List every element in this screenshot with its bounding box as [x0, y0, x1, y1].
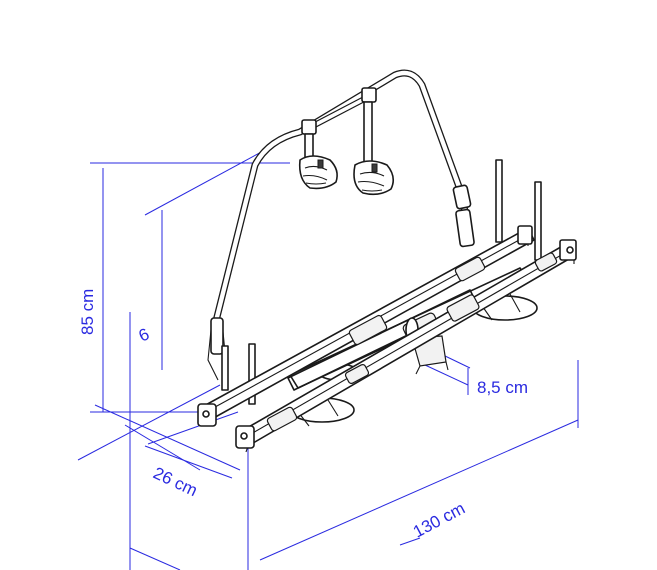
- u-frame: [207, 69, 475, 381]
- bike-rack: [197, 69, 577, 453]
- dimension-label-clearance: 8,5 cm: [477, 378, 528, 397]
- upright-posts: [248, 159, 542, 405]
- lower-post: [221, 345, 229, 391]
- frame-clamps: [298, 155, 395, 196]
- wheel-rail-rear: [197, 225, 535, 427]
- wheel-rail-front: [235, 239, 577, 453]
- frame-clamp-left: [298, 155, 338, 190]
- dimension-label-height: 85 cm: [78, 289, 97, 335]
- dimension-lines: [77, 149, 579, 570]
- dimension-label-width: 130 cm: [410, 499, 468, 542]
- upper-crossbar: [301, 87, 377, 165]
- dimension-label-offset: 6: [136, 324, 153, 345]
- dimension-label-depth: 26 cm: [150, 463, 200, 500]
- frame-clamp-right: [353, 160, 395, 196]
